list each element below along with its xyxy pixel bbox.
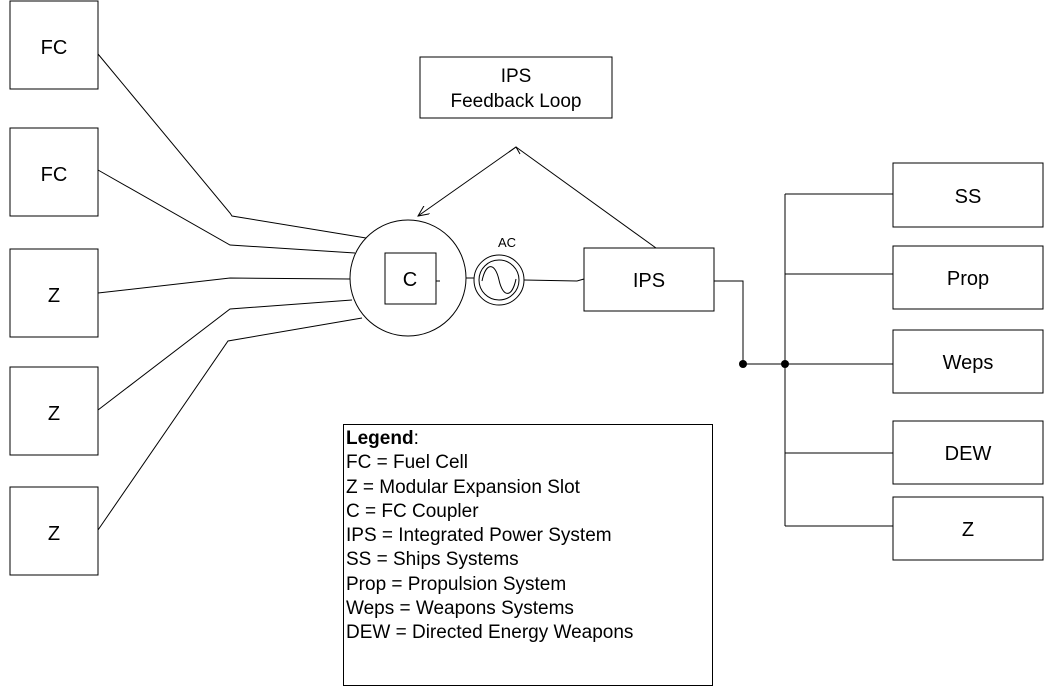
source-wire-2 (97, 169, 356, 254)
coupler-unit: C (349, 219, 467, 337)
feedback-line1: IPS (501, 66, 532, 87)
ac-source: AC (466, 235, 585, 306)
load-label: Z (962, 519, 974, 541)
source-wire-5 (97, 317, 363, 531)
legend-entry: IPS = Integrated Power System (346, 525, 612, 547)
feedback-line-up (515, 146, 657, 249)
source-fc-2: FC (9, 127, 99, 217)
source-wire-1 (97, 53, 367, 239)
source-fc-1: FC (9, 0, 99, 90)
load-ss: SS (892, 162, 1044, 228)
ac-label: AC (498, 235, 516, 250)
load-prop: Prop (892, 245, 1044, 310)
legend-box: Legend: FC = Fuel Cell Z = Modular Expan… (343, 424, 713, 686)
load-label: Weps (943, 352, 994, 374)
legend-entry: C = FC Coupler (346, 500, 479, 522)
ac-output-wire (523, 278, 585, 282)
source-z-3: Z (9, 486, 99, 576)
feedback-loop: IPS Feedback Loop (418, 56, 657, 249)
ac-inner-circle (478, 259, 520, 301)
legend-colon: : (413, 428, 419, 449)
ips-output-wire (714, 280, 785, 365)
legend-entry: SS = Ships Systems (346, 549, 519, 571)
source-label: Z (48, 285, 60, 307)
legend-entry: FC = Fuel Cell (346, 452, 468, 474)
source-label: FC (41, 37, 68, 59)
coupler-box (384, 252, 437, 305)
distribution-bus (714, 193, 893, 527)
legend-entry: Prop = Propulsion System (346, 573, 567, 595)
sine-wave-icon (481, 266, 517, 294)
legend-entry: Z = Modular Expansion Slot (346, 476, 580, 498)
source-z-2: Z (9, 366, 99, 456)
feedback-apex-icon (508, 146, 521, 155)
source-label: FC (41, 164, 68, 186)
feedback-arrow (418, 146, 517, 216)
legend-title: Legend (346, 428, 414, 449)
source-wire-4 (97, 299, 353, 411)
load-weps: Weps (892, 329, 1044, 394)
source-wire-3 (97, 277, 351, 294)
load-label: DEW (945, 443, 992, 465)
legend-entry: Weps = Weapons Systems (346, 598, 574, 620)
load-label: SS (955, 186, 982, 208)
junction-dot (781, 360, 789, 368)
legend-heading: Legend: (346, 427, 712, 451)
feedback-line2: Feedback Loop (451, 91, 582, 112)
ips-unit: IPS (583, 247, 715, 312)
source-label: Z (48, 403, 60, 425)
legend-entry: DEW = Directed Energy Weapons (346, 622, 634, 644)
load-z: Z (892, 496, 1044, 561)
junction-dot (739, 360, 747, 368)
load-dew: DEW (892, 420, 1044, 485)
feedback-box (419, 56, 613, 119)
ips-label: IPS (633, 270, 665, 292)
source-label: Z (48, 523, 60, 545)
source-z-1: Z (9, 248, 99, 338)
coupler-label: C (403, 269, 417, 291)
load-label: Prop (947, 268, 989, 290)
